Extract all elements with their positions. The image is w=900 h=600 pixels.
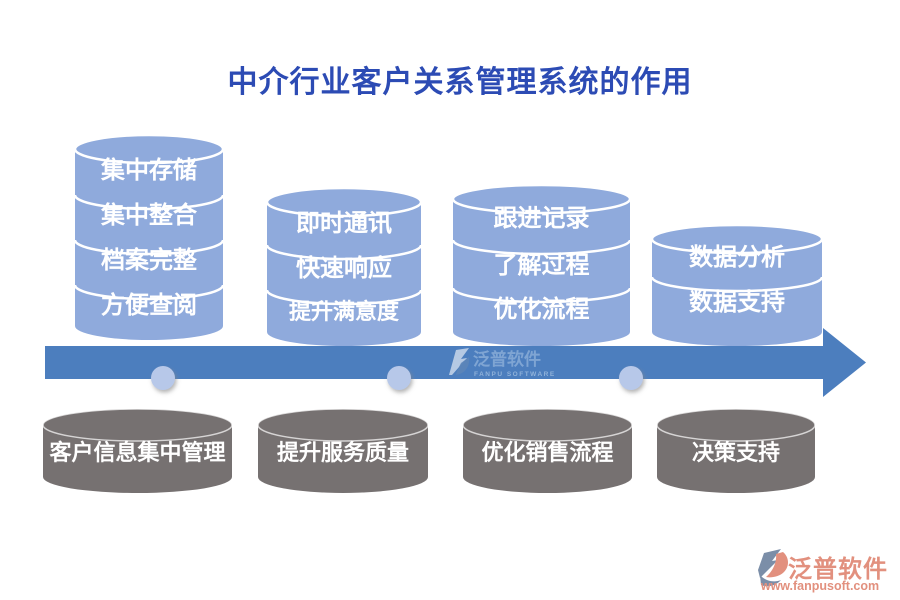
footer-brand-name: 泛普软件 — [788, 555, 888, 583]
cylinder-top — [73, 133, 225, 165]
timeline-dot — [151, 366, 175, 390]
cylinder-body — [43, 425, 232, 493]
segment-label: 方便查阅 — [101, 291, 197, 319]
segment-label: 集中存储 — [100, 156, 197, 184]
cylinder-top — [656, 408, 816, 442]
cylinder-result-2: 提升服务质量 — [257, 408, 429, 493]
cylinder-benefits-4: 数据分析 数据支持 — [650, 223, 824, 346]
cylinder-benefits-2: 即时通讯 快速响应 提升满意度 — [265, 186, 423, 346]
watermark-brand: 泛普软件 — [473, 349, 541, 369]
segment-label: 即时通讯 — [296, 210, 392, 237]
cylinder-result-1: 客户信息集中管理 — [42, 408, 233, 493]
segment-divider — [451, 287, 632, 304]
segment-label: 数据支持 — [689, 289, 785, 316]
footer-website: www.fanpusoft.com — [760, 579, 879, 593]
cylinder-top — [42, 408, 233, 442]
segment-label: 快速响应 — [296, 254, 392, 282]
result-label: 优化销售流程 — [481, 440, 613, 465]
segment-divider — [265, 244, 423, 261]
result-label: 决策支持 — [692, 440, 780, 465]
segment-label: 档案完整 — [101, 246, 197, 274]
cylinder-body — [463, 425, 632, 493]
segment-label: 数据分析 — [689, 244, 785, 271]
brand-logo-icon — [760, 575, 781, 587]
cylinder-body — [75, 149, 223, 340]
segment-divider — [73, 284, 225, 301]
segment-label: 了解过程 — [494, 251, 590, 279]
cylinder-body — [267, 202, 421, 346]
brand-logo-icon — [758, 549, 781, 578]
segment-divider — [650, 276, 824, 293]
brand-logo-icon — [766, 552, 789, 578]
segment-divider — [451, 239, 632, 256]
segment-divider — [73, 194, 225, 211]
segment-divider — [265, 289, 423, 306]
result-label: 客户信息集中管理 — [49, 440, 225, 465]
cylinder-result-3: 优化销售流程 — [462, 408, 633, 493]
cylinder-top — [451, 183, 632, 215]
timeline-dot — [387, 366, 411, 390]
segment-label: 优化流程 — [494, 295, 590, 323]
timeline-dot — [619, 366, 643, 390]
cylinder-benefits-3: 跟进记录 了解过程 优化流程 — [451, 183, 632, 346]
watermark-logo-icon — [449, 348, 469, 375]
segment-label: 跟进记录 — [494, 205, 590, 232]
result-label: 提升服务质量 — [277, 440, 409, 465]
cylinder-body — [657, 425, 815, 493]
cylinder-body — [453, 199, 630, 346]
segment-label: 集中整合 — [100, 201, 198, 229]
page-title: 中介行业客户关系管理系统的作用 — [228, 65, 693, 99]
watermark-brand-en: FANPU SOFTWARE — [474, 371, 556, 378]
watermark: 泛普软件 FANPU SOFTWARE — [449, 348, 556, 378]
segment-divider — [73, 239, 225, 256]
watermark-logo-icon — [456, 357, 470, 375]
cylinder-top — [650, 223, 824, 255]
cylinder-body — [652, 239, 822, 346]
footer-brand: 泛普软件 www.fanpusoft.com — [758, 549, 888, 593]
cylinder-top — [265, 186, 423, 218]
cylinder-top — [257, 408, 429, 442]
cylinder-top — [462, 408, 633, 442]
cylinder-result-4: 决策支持 — [656, 408, 816, 493]
cylinder-body — [258, 425, 428, 493]
segment-label: 提升满意度 — [289, 299, 400, 324]
cylinder-benefits-1: 集中存储 集中整合 档案完整 方便查阅 — [73, 133, 225, 340]
